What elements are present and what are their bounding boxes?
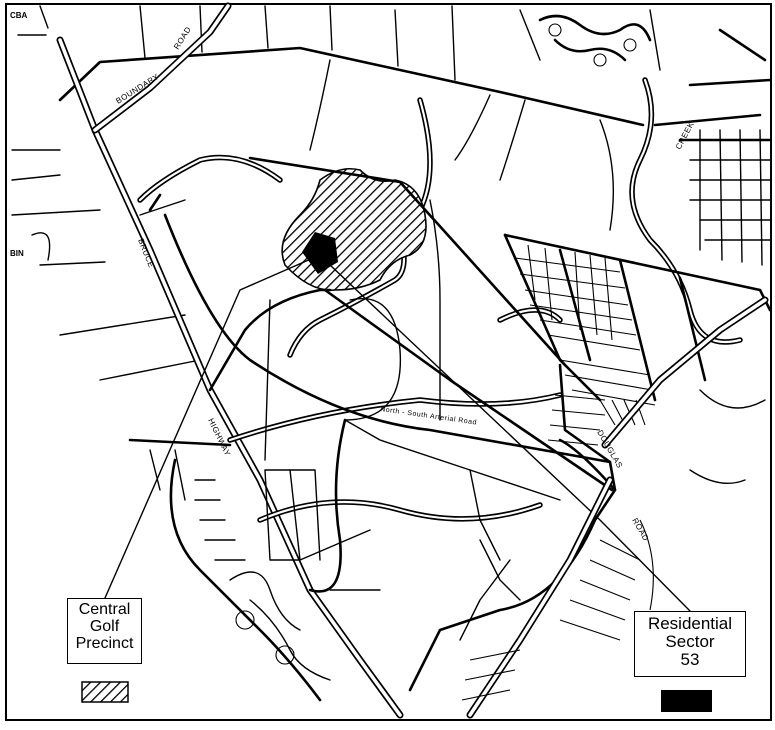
northwest-parcels (11, 5, 456, 381)
golf-legend-line-2: Golf (89, 617, 120, 635)
road-east-label: ROAD (630, 517, 650, 543)
connector-roads (264, 199, 561, 641)
golf-legend-line-3: Precinct (75, 634, 134, 652)
west-label: BIN (10, 249, 24, 258)
southeast-lots (461, 519, 654, 701)
golf-leader-line (104, 254, 321, 599)
residential-legend-line-3: 53 (680, 649, 700, 669)
southwest-subdivision (128, 438, 331, 702)
creek-label: CREEK (674, 120, 696, 151)
residential-leader-line (329, 264, 691, 612)
corner-nw-label: CBA (10, 11, 28, 20)
precinct-roads (148, 156, 617, 692)
eastern-residential-grid (503, 233, 772, 402)
residential-solid-swatch (661, 690, 712, 712)
golf-precinct-legend: Central Golf Precinct (67, 598, 142, 664)
boundary-road (91, 2, 232, 134)
golf-legend-line-1: Central (78, 601, 131, 618)
douglas-road (466, 296, 769, 719)
golf-hatch-swatch (81, 681, 129, 703)
bruce-highway (56, 36, 404, 719)
residential-legend-line-1: Residential (647, 614, 733, 633)
northern-boundary-line (58, 46, 645, 127)
creek-network (137, 77, 743, 523)
eastern-lot-grid (514, 244, 656, 446)
residential-sector-legend: Residential Sector 53 (634, 611, 746, 677)
northeast-subdivision (519, 9, 661, 71)
northeast-town-grid (653, 28, 772, 266)
map-frame (5, 3, 772, 721)
residential-legend-line-2: Sector (665, 631, 715, 651)
creek-tributaries (309, 59, 766, 484)
residential-sector-53-area (302, 232, 338, 274)
